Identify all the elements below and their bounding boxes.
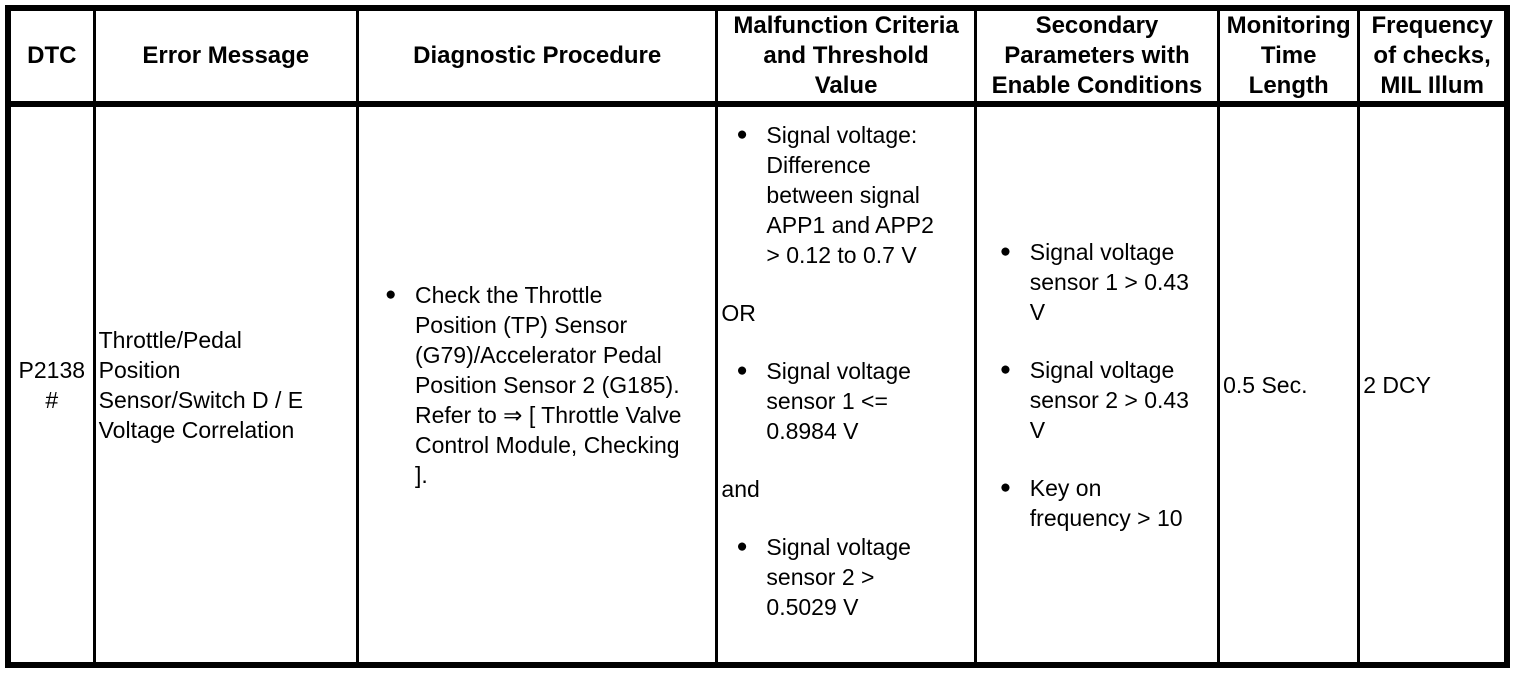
criteria-text: Signal voltage sensor 1 <= 0.8984 V xyxy=(766,358,911,444)
cell-frequency-of-checks: 2 DCY xyxy=(1357,102,1509,667)
diagnostic-step-item: ● Check the Throttle Position (TP) Senso… xyxy=(362,280,712,490)
cell-diagnostic-procedure: ● Check the Throttle Position (TP) Senso… xyxy=(355,102,719,667)
header-monitoring-time: Monitoring Time Length xyxy=(1217,6,1361,107)
cell-monitoring-time-length: 0.5 Sec. xyxy=(1217,102,1361,667)
bullet-icon: ● xyxy=(384,283,397,305)
criteria-item: ● Signal voltage sensor 1 <= 0.8984 V xyxy=(721,356,970,446)
cell-error-message: Throttle/Pedal Position Sensor/Switch D … xyxy=(92,102,359,667)
criteria-item: ● Signal voltage: Difference between sig… xyxy=(721,120,970,270)
dtc-table: DTC Error Message Diagnostic Procedure M… xyxy=(5,5,1510,668)
bullet-icon: ● xyxy=(999,240,1012,262)
parameter-text: Signal voltage sensor 2 > 0.43 V xyxy=(1029,356,1189,443)
cell-secondary-parameters: ● Signal voltage sensor 1 > 0.43 V ● Sig… xyxy=(973,102,1221,667)
bullet-icon: ● xyxy=(736,124,748,145)
logic-connector-or: OR xyxy=(721,300,756,326)
cell-malfunction-criteria: ● Signal voltage: Difference between sig… xyxy=(715,102,977,667)
header-row: DTC Error Message Diagnostic Procedure M… xyxy=(6,6,1509,107)
logic-connector-and: and xyxy=(721,476,760,502)
criteria-text: Signal voltage: Difference between signa… xyxy=(766,122,934,268)
header-frequency-of-checks: Frequency of checks, MIL Illum xyxy=(1357,6,1509,107)
header-secondary-parameters: Secondary Parameters with Enable Conditi… xyxy=(973,6,1221,107)
table-row: P2138 # Throttle/Pedal Position Sensor/S… xyxy=(6,102,1509,667)
header-error-message: Error Message xyxy=(92,6,359,107)
criteria-item: ● Signal voltage sensor 2 > 0.5029 V xyxy=(721,532,970,622)
criteria-text: Signal voltage sensor 2 > 0.5029 V xyxy=(766,534,911,620)
parameter-text: Signal voltage sensor 1 > 0.43 V xyxy=(1029,238,1189,325)
parameter-item: ● Key on frequency > 10 xyxy=(980,473,1214,533)
parameter-text: Key on frequency > 10 xyxy=(1029,474,1183,531)
parameter-item: ● Signal voltage sensor 2 > 0.43 V xyxy=(980,355,1214,445)
header-dtc: DTC xyxy=(6,6,96,107)
bullet-icon: ● xyxy=(999,358,1012,380)
cell-dtc-code: P2138 # xyxy=(6,102,96,667)
diagnostic-step-text: Check the Throttle Position (TP) Sensor … xyxy=(414,281,682,488)
parameter-item: ● Signal voltage sensor 1 > 0.43 V xyxy=(980,237,1214,327)
header-diagnostic-procedure: Diagnostic Procedure xyxy=(355,6,719,107)
bullet-icon: ● xyxy=(736,360,748,381)
header-malfunction-criteria: Malfunction Criteria and Threshold Value xyxy=(715,6,977,107)
bullet-icon: ● xyxy=(999,476,1012,498)
bullet-icon: ● xyxy=(736,536,748,557)
